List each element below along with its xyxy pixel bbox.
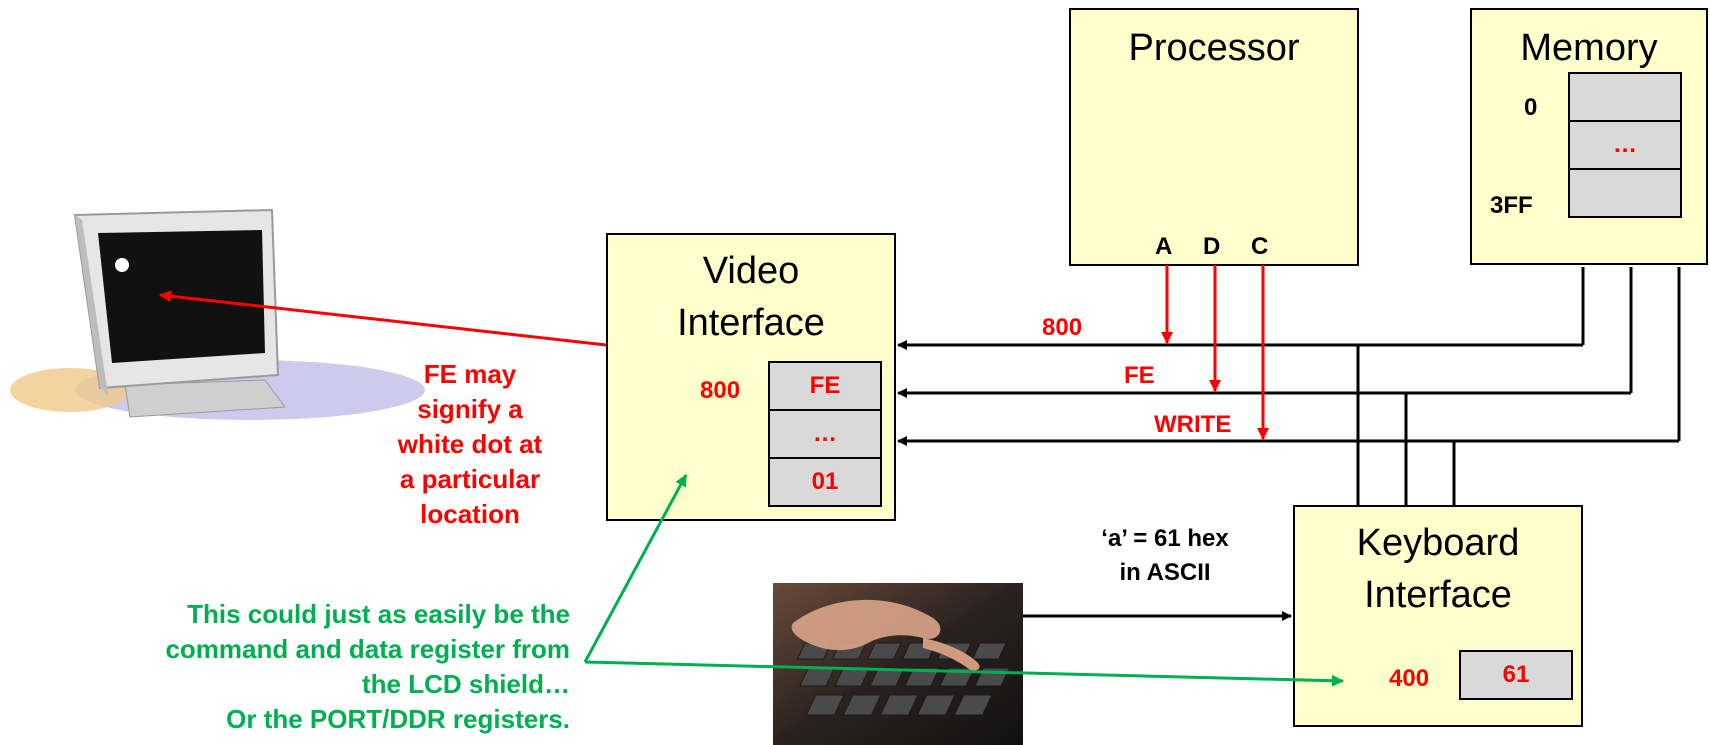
fe-note-line1: FE may xyxy=(423,359,517,389)
fe-note: FE may signify a white dot at a particul… xyxy=(370,357,570,532)
control-bus-label: WRITE xyxy=(1154,411,1232,438)
processor-box: Processor A D C xyxy=(1069,8,1359,266)
pin-c-label: C xyxy=(1251,233,1269,260)
note-to-video-arrow xyxy=(583,474,688,663)
pin-a-label: A xyxy=(1155,233,1173,260)
fe-note-line5: location xyxy=(420,499,520,529)
ascii-note: ‘a’ = 61 hex in ASCII xyxy=(1065,522,1265,590)
keyboard-register-value: 61 xyxy=(1459,650,1573,700)
register-note-line4: Or the PORT/DDR registers. xyxy=(226,704,570,734)
typing-finger xyxy=(923,638,980,671)
pin-d-label: D xyxy=(1203,233,1221,260)
processor-title: Processor xyxy=(1128,27,1300,69)
video-register-middle: … xyxy=(768,409,882,459)
ascii-note-line2: in ASCII xyxy=(1119,559,1211,586)
keyboard-image xyxy=(773,583,1023,745)
typing-hand xyxy=(791,599,941,651)
register-note-line3: the LCD shield… xyxy=(361,669,570,699)
monitor-bezel-side xyxy=(75,215,108,395)
ascii-note-line1: ‘a’ = 61 hex xyxy=(1101,525,1229,552)
video-register-01: 01 xyxy=(768,457,882,507)
address-bus-label: 800 xyxy=(1042,314,1083,341)
register-note-line2: command and data register from xyxy=(165,634,570,664)
fe-note-line3: white dot at xyxy=(397,429,543,459)
monitor-stand xyxy=(124,379,286,418)
video-register-address: 800 xyxy=(700,377,741,404)
register-note: This could just as easily be the command… xyxy=(40,597,570,737)
note-to-keyboard-arrow xyxy=(584,660,1344,687)
memory-cell-middle: … xyxy=(1568,120,1682,170)
keyboard-title-line1: Keyboard xyxy=(1356,522,1520,564)
video-title-line1: Video xyxy=(702,250,800,292)
fe-note-line2: signify a xyxy=(417,394,523,424)
keyboard-register-address: 400 xyxy=(1389,665,1430,692)
register-note-line1: This could just as easily be the xyxy=(187,599,570,629)
video-interface-box: Video Interface 800 FE … 01 xyxy=(606,233,896,521)
fe-note-line4: a particular xyxy=(399,464,541,494)
data-bus-label: FE xyxy=(1124,362,1155,389)
memory-title: Memory xyxy=(1520,27,1658,69)
keyboard-interface-box: Keyboard Interface 400 61 xyxy=(1293,505,1583,727)
memory-addr-end: 3FF xyxy=(1490,192,1533,219)
memory-cell-last xyxy=(1568,168,1682,218)
white-dot xyxy=(115,258,129,272)
memory-box: Memory 0 3FF … xyxy=(1470,8,1708,265)
video-title-line2: Interface xyxy=(677,302,825,344)
keyboard-title-line2: Interface xyxy=(1364,574,1512,616)
video-to-screen-arrow xyxy=(159,290,607,347)
memory-addr-start: 0 xyxy=(1524,94,1538,121)
